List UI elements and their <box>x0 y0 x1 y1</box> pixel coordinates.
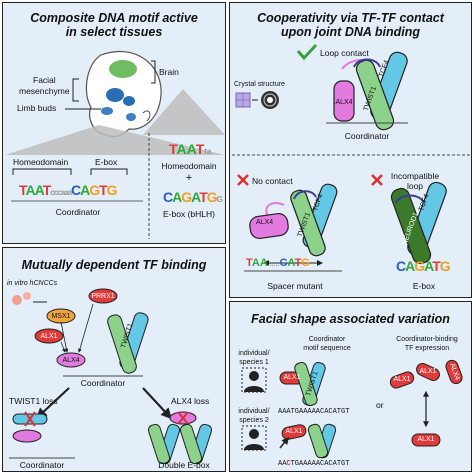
homeodomain-logo: TAATta <box>169 141 212 157</box>
brain-region <box>109 60 137 78</box>
coordinator-label: Coordinator <box>55 207 101 217</box>
spacer-motif-logo: TAA......CATG <box>246 257 310 269</box>
individual1-line2: species 1 <box>239 359 269 366</box>
crystal-structure-label: Crystal structure <box>234 81 285 88</box>
seq2-suffix: TGAAAAACACATGT <box>290 460 350 468</box>
alx1-label-r2: ALX1 <box>419 368 437 375</box>
panel3-illustration <box>9 288 213 465</box>
spacer-mutant-complex <box>244 183 342 272</box>
panel-cooperativity: Cooperativity via TF-TF contact upon joi… <box>229 2 472 298</box>
zoom-funnel-left <box>5 125 225 155</box>
alx4-label-spacer: ALX4 <box>256 219 274 226</box>
seq2-variant: C <box>286 460 291 468</box>
panel2-illustration <box>232 43 471 272</box>
alx1-label-r4: ALX1 <box>417 436 435 443</box>
incompatible-label-line1: Incompatible <box>390 171 440 181</box>
or-label: or <box>376 400 384 410</box>
zoom-funnel-right <box>143 89 225 135</box>
coordinator-motif-logo: TAATcccaaaCAGTG <box>19 182 118 198</box>
col2-line1: Coordinator-binding <box>396 336 458 343</box>
alx1-label-s2: ALX1 <box>285 428 303 435</box>
prrx1-protein <box>88 288 118 304</box>
legend-homeodomain-label: Homeodomain <box>161 161 217 171</box>
loop-contact-label: Loop contact <box>320 48 369 58</box>
alx4-label-top: ALX4 <box>335 99 353 106</box>
coordinator-mid-label: Coordinator <box>80 378 126 388</box>
individual2-line2: species 2 <box>239 417 269 424</box>
col2-line2: TF expression <box>404 345 450 352</box>
panel1-title-line1: Composite DNA motif active <box>30 11 198 25</box>
alx1-protein <box>34 328 64 344</box>
panel4-illustration <box>241 359 463 459</box>
panel3-title: Mutually dependent TF binding <box>21 258 207 272</box>
alx1-label-s1: ALX1 <box>283 374 301 381</box>
panel1-title-line2: in select tissues <box>65 25 163 39</box>
panel1-illustration <box>5 50 225 239</box>
col1-line2: motif sequence <box>303 345 351 352</box>
panel4-title: Facial shape associated variation <box>251 312 450 326</box>
facial-label-line1: Facial <box>33 75 56 85</box>
ebox-label: E-box <box>95 157 118 167</box>
individual1-line1: individual/ <box>238 350 270 357</box>
ebox-logo: CAGATGG <box>163 189 223 205</box>
alx1-label-r1: ALX1 <box>393 376 411 383</box>
panel2-title-line1: Cooperativity via TF-TF contact <box>257 11 444 25</box>
panel2-title-line2: upon joint DNA binding <box>280 25 421 39</box>
check-icon <box>296 43 318 61</box>
ebox-motif-logo: CAGATG <box>396 258 451 274</box>
prrx1-label: PRRX1 <box>91 293 115 300</box>
brain-label: Brain <box>159 67 179 77</box>
no-contact-label: No contact <box>252 176 293 186</box>
facial-region <box>106 88 124 102</box>
double-ebox-label: Double E-box <box>158 460 210 470</box>
panel-mutual-dependence: Mutually dependent TF binding <box>2 247 226 472</box>
spacer-mutant-label: Spacer mutant <box>267 281 323 291</box>
twist1-protein <box>355 59 395 131</box>
incompatible-complex <box>390 181 447 265</box>
alx4-label-p3: ALX4 <box>62 357 80 364</box>
limb-buds-label: Limb buds <box>17 103 57 113</box>
legend-ebox-label: E-box (bHLH) <box>163 209 215 219</box>
panel-composite-motif: Composite DNA motif active in select tis… <box>2 2 226 244</box>
embryo-illustration <box>85 50 162 138</box>
seq2-label: AACTGAAAAACACATGT <box>278 460 349 468</box>
top-complex <box>326 51 408 131</box>
seq2-prefix: AA <box>278 460 287 468</box>
alx4-protein-spacer <box>249 213 289 239</box>
twist1-loss-label: TWIST1 loss <box>9 396 58 406</box>
person-icon-2 <box>241 425 267 451</box>
coordinator-label-p2: Coordinator <box>344 131 390 141</box>
col1-line1: Coordinator <box>308 336 346 343</box>
panel-facial-variation: Facial shape associated variation <box>229 301 472 472</box>
limb-region <box>126 113 136 121</box>
cross-icon-left <box>237 174 249 186</box>
homeodomain-label: Homeodomain <box>13 157 69 167</box>
in-vitro-label: in vitro hCNCCs <box>7 280 58 287</box>
alx4-protein <box>333 80 355 122</box>
alx4-loss-label: ALX4 loss <box>171 396 210 406</box>
alx1-label: ALX1 <box>40 333 58 340</box>
person-icon-1 <box>241 367 267 393</box>
ebox-label-p2: E-box <box>412 281 436 291</box>
seq1-label: AAATGAAAAACACATGT <box>278 408 350 416</box>
alx4-protein-p3 <box>56 352 86 368</box>
legend-plus: + <box>185 172 193 184</box>
cell-icon <box>12 295 22 305</box>
individual2-line1: individual/ <box>238 408 270 415</box>
msx1-label: MSX1 <box>51 313 71 320</box>
coordinator-bottom-label: Coordinator <box>19 460 65 470</box>
incompatible-label-line2: loop <box>406 181 424 191</box>
neurod1-protein <box>390 187 432 265</box>
cross-icon-right <box>371 174 383 186</box>
facial-label-line2: mesenchyme <box>19 86 70 96</box>
